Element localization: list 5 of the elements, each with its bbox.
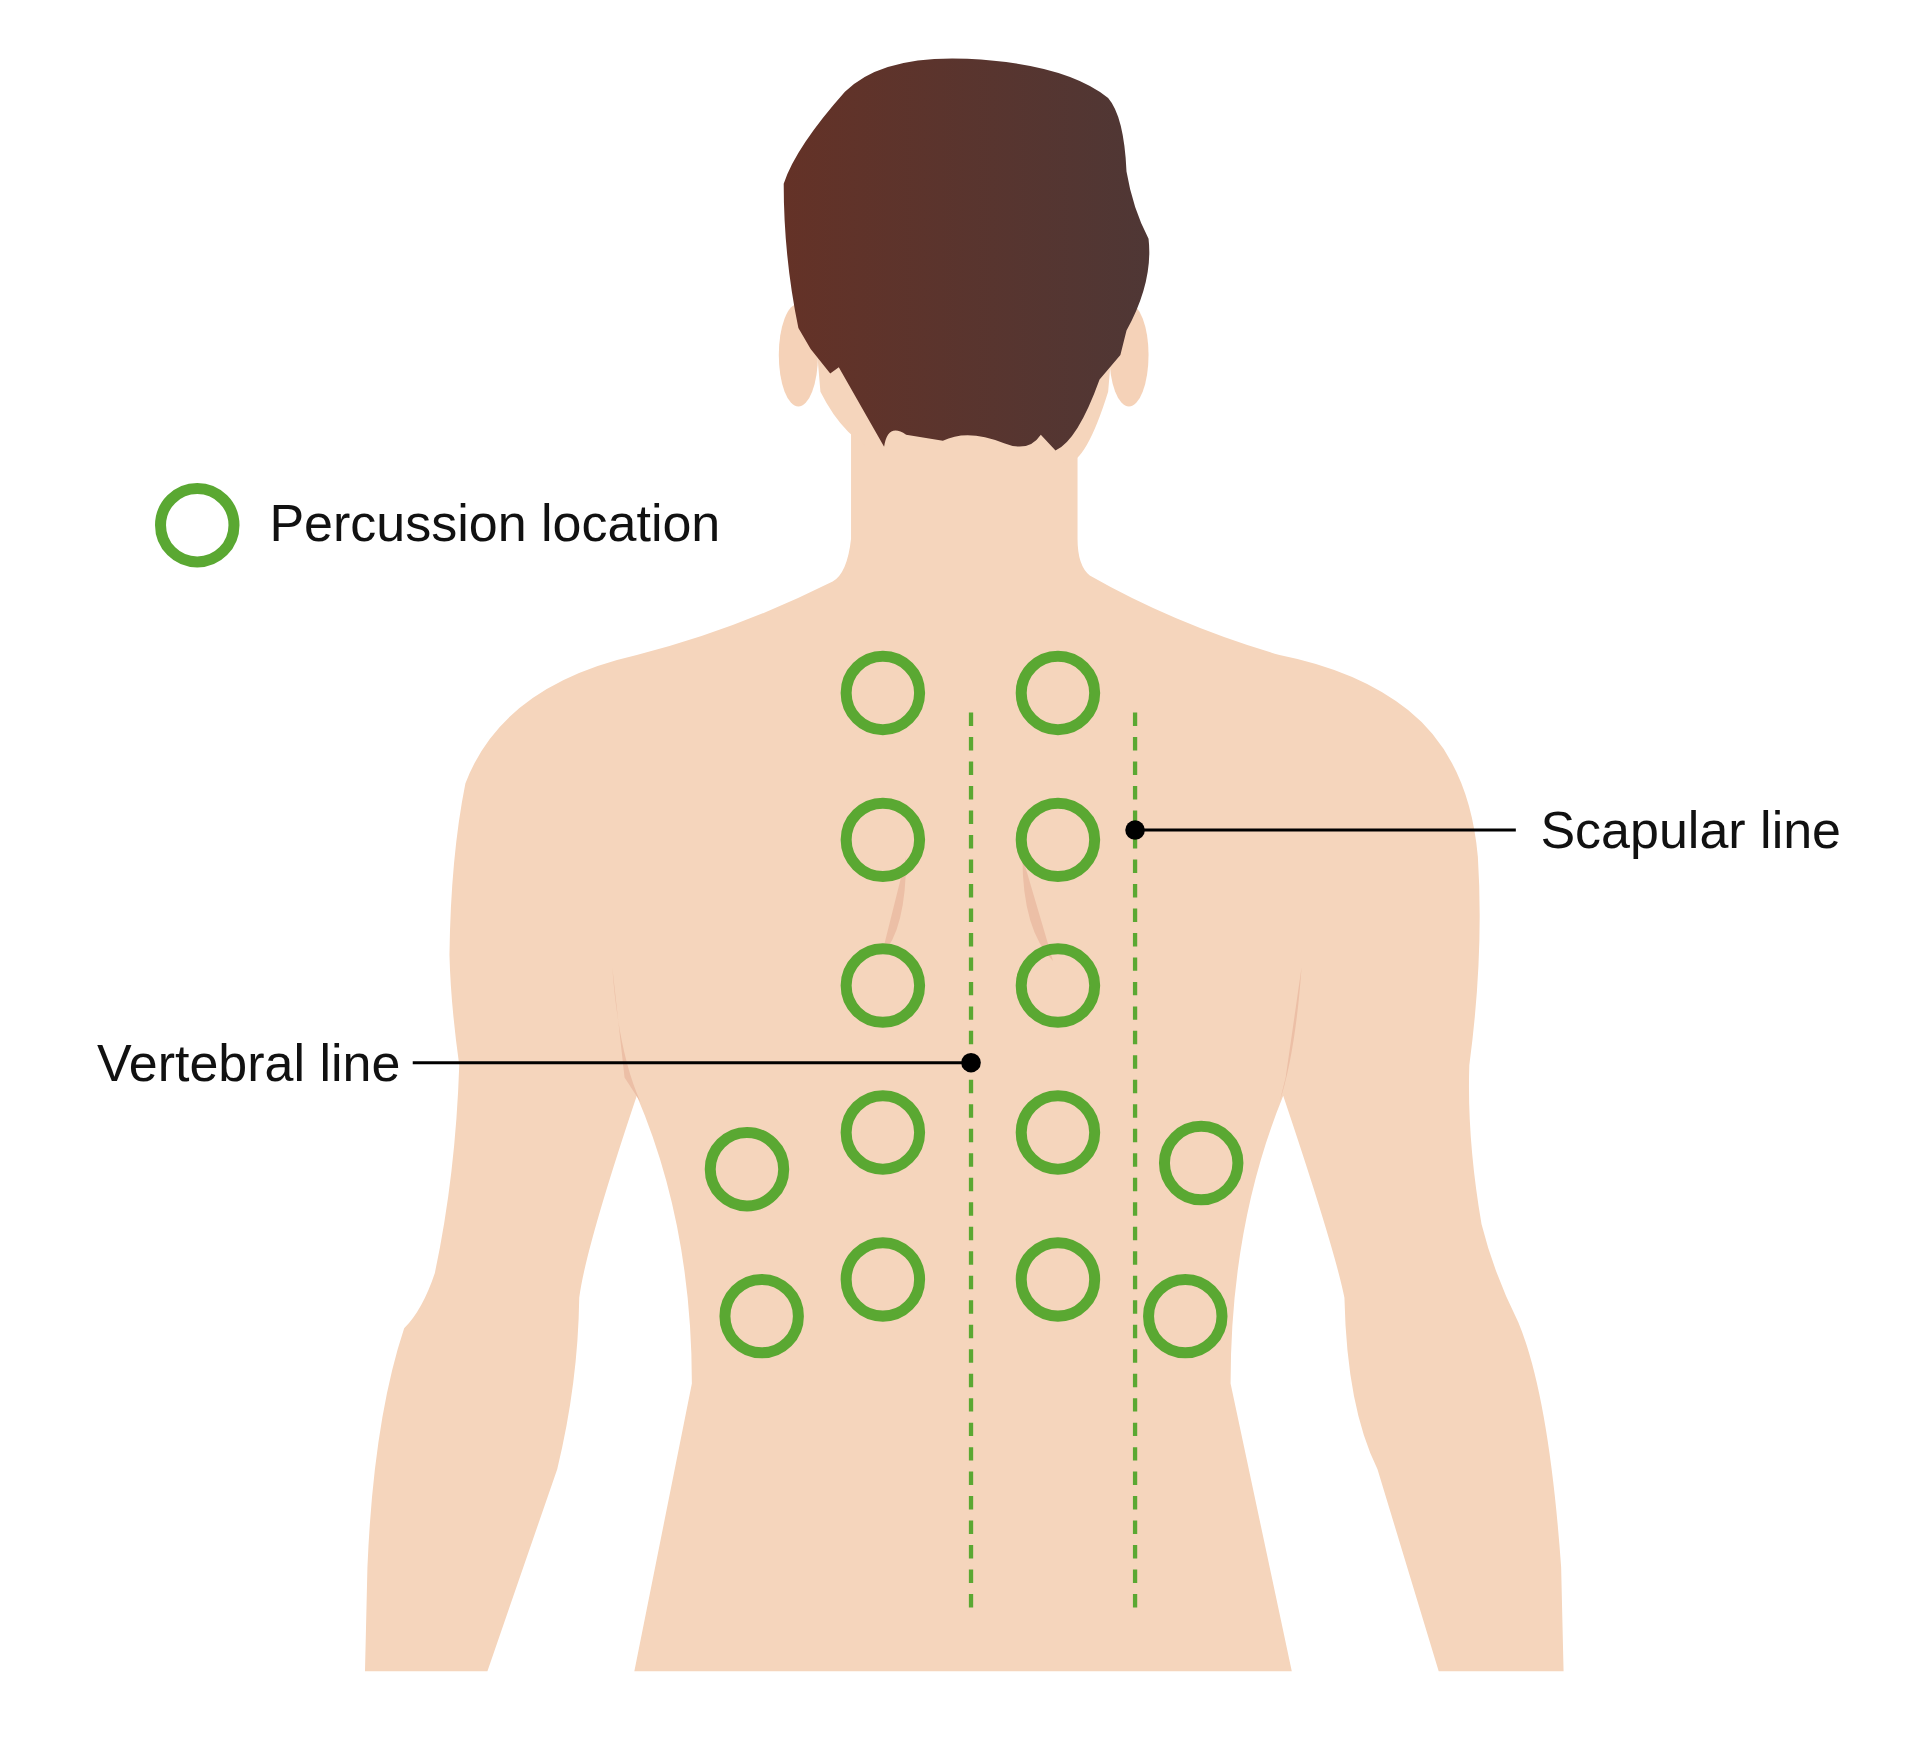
legend-label: Percussion location [269,496,721,549]
line-label: Vertebral line [96,1036,401,1089]
line-label: Scapular line [1540,804,1842,857]
leader-line [412,1052,981,1073]
leader-line [1125,820,1516,840]
